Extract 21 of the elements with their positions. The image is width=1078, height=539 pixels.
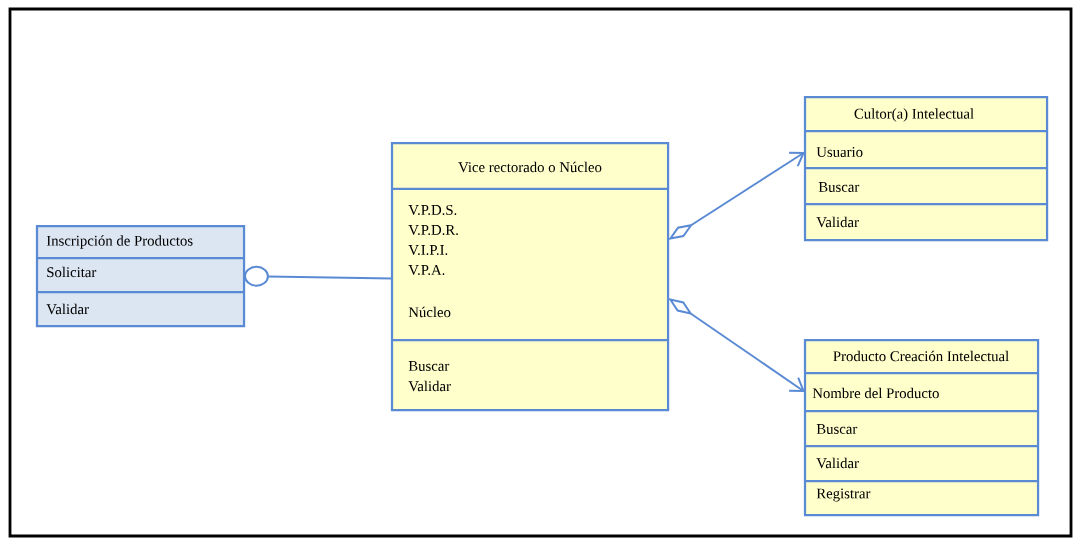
connector [244,265,393,287]
class-name: Cultor(a) Intelectual [854,108,974,122]
member-text: Usuario [816,147,863,157]
member-text: V.P.D.S. [408,205,457,215]
member-text: V.P.D.R. [408,225,458,235]
member-text: Nombre del Producto [812,387,939,399]
member-text: Validar [408,380,451,392]
member-text: Núcleo [408,306,451,318]
member-text: Registrar [816,488,871,502]
member-text: Buscar [818,182,860,192]
member-text: Validar [816,216,859,228]
class-name: Inscripción de Productos [46,235,193,249]
class-name: Vice rectorado o Núcleo [458,161,602,173]
member-text: Buscar [408,361,450,371]
member-text: Solicitar [47,266,97,278]
member-text: Validar [46,303,89,315]
member-text: Validar [816,457,859,469]
member-text: V.P.A. [408,265,445,275]
member-text: V.I.P.I. [408,245,448,255]
class-name: Producto Creación Intelectual [833,350,1009,362]
member-text: Buscar [816,424,858,434]
